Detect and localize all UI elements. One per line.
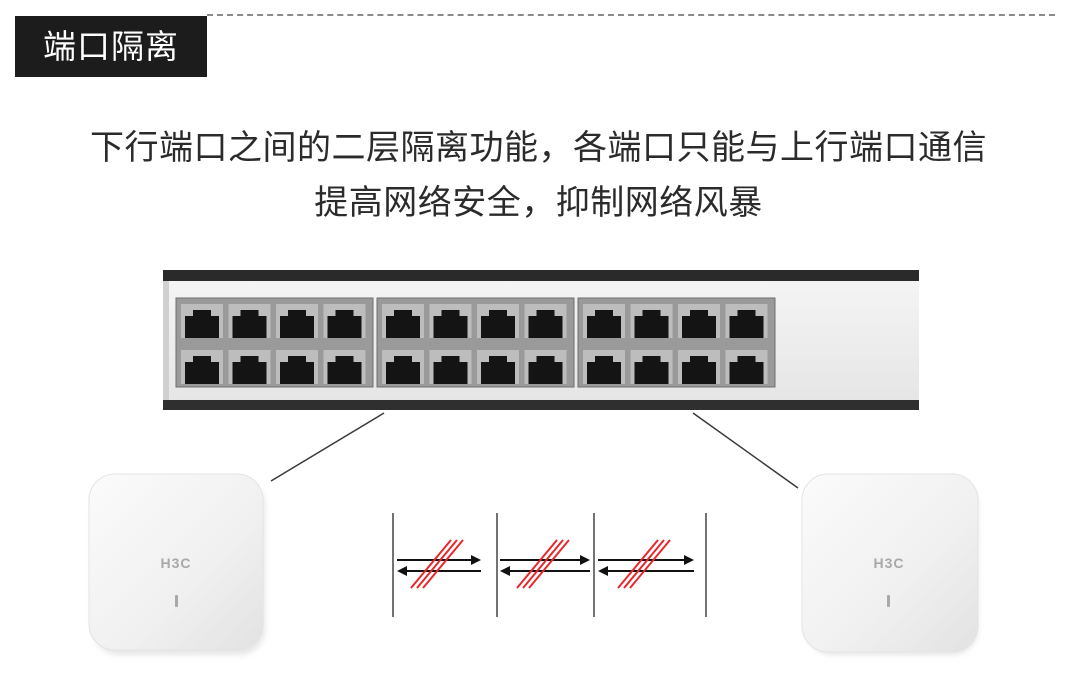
ethernet-port-icon: [524, 304, 567, 338]
ethernet-port-icon: [678, 304, 720, 338]
ethernet-port-icon: [583, 350, 625, 384]
ethernet-port-icon: [583, 304, 625, 338]
left-link-line: [270, 412, 385, 482]
ethernet-port-icon: [725, 304, 768, 338]
blocked-arrow-icon: [397, 539, 481, 589]
ethernet-port-icon: [477, 350, 519, 384]
ethernet-port-icon: [382, 350, 424, 384]
blocked-arrow-icon: [598, 539, 694, 589]
isolation-diagram: [392, 513, 707, 617]
ethernet-port-icon: [524, 350, 567, 384]
headline-line-2: 提高网络安全，抑制网络风暴: [314, 183, 763, 223]
ethernet-port-icon: [678, 350, 720, 384]
left-ap-icon: H3C: [88, 473, 265, 655]
dashed-divider: [207, 14, 1055, 16]
blocked-arrow-icon: [500, 539, 590, 589]
ethernet-port-icon: [228, 304, 271, 338]
ethernet-port-icon: [630, 304, 673, 338]
ethernet-port-icon: [477, 304, 519, 338]
ethernet-port-icon: [323, 350, 366, 384]
right-ap-brand: H3C: [873, 555, 904, 571]
right-ap-icon: H3C: [801, 473, 979, 655]
headline-line-1: 下行端口之间的二层隔离功能，各端口只能与上行端口通信: [90, 128, 987, 168]
ethernet-port-icon: [181, 350, 223, 384]
left-ap-brand: H3C: [160, 555, 191, 571]
ethernet-port-icon: [276, 350, 318, 384]
right-ap-led: [887, 595, 890, 607]
left-ap-led: [175, 595, 178, 607]
ethernet-port-icon: [228, 350, 271, 384]
ethernet-port-icon: [429, 350, 472, 384]
ethernet-port-icon: [630, 350, 673, 384]
ethernet-port-icon: [382, 304, 424, 338]
ethernet-port-icon: [323, 304, 366, 338]
ethernet-port-icon: [276, 304, 318, 338]
port-block: [175, 297, 776, 388]
section-tag: 端口隔离: [15, 16, 207, 77]
network-switch-icon: [163, 270, 919, 410]
ethernet-port-icon: [181, 304, 223, 338]
ethernet-port-icon: [429, 304, 472, 338]
ethernet-port-icon: [725, 350, 768, 384]
right-link-line: [692, 412, 799, 489]
